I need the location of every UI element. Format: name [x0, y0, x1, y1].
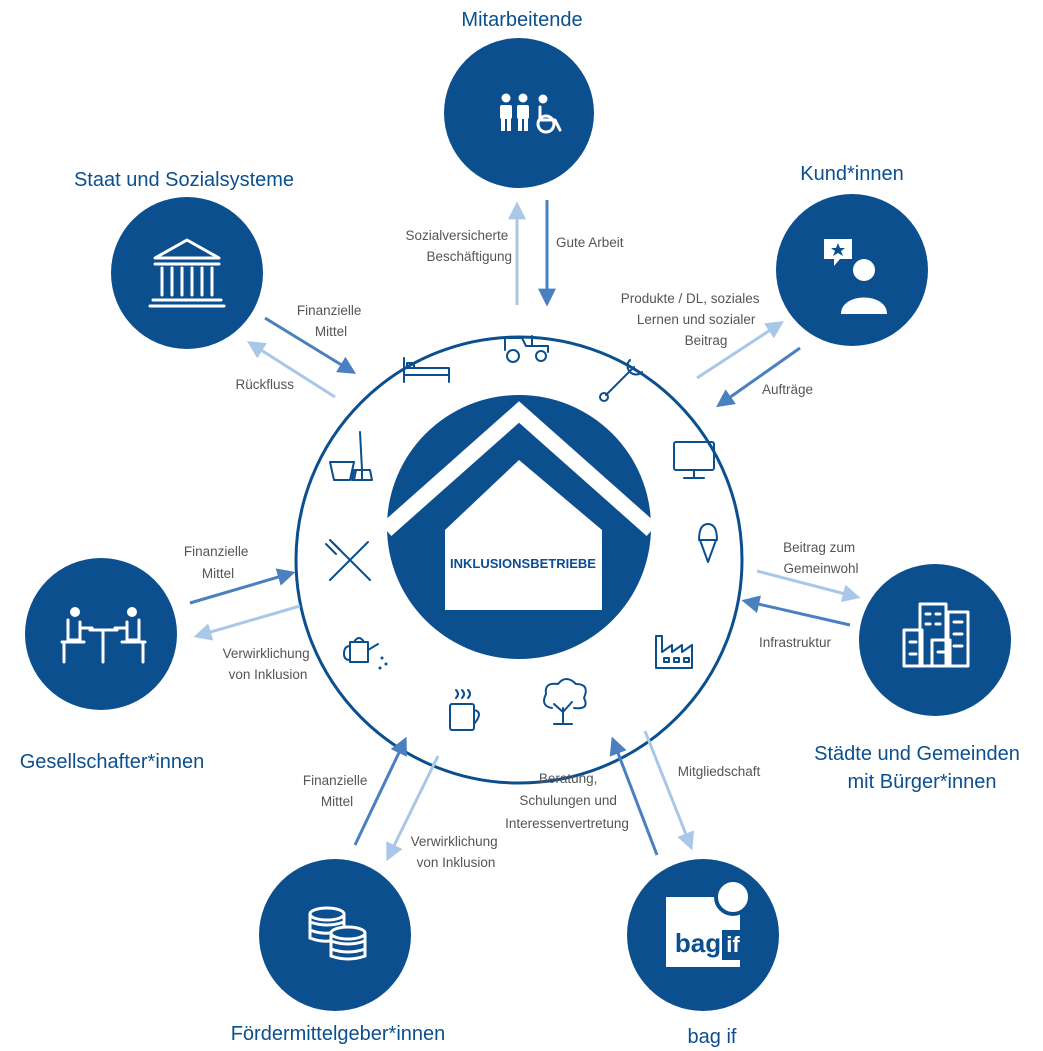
edge-label-bag-out: Mitgliedschaft — [678, 764, 761, 779]
node-title-staedte-line1: Städte und Gemeinden — [814, 743, 1020, 765]
wrench-icon — [599, 359, 643, 402]
node-title-staat: Staat und Sozialsysteme — [74, 169, 294, 191]
edge-label-gesell-out: Verwirklichung von Inklusion — [223, 646, 314, 682]
node-staat: Staat und Sozialsysteme — [74, 169, 294, 349]
edge-label-staat-in: Finanzielle Mittel — [297, 303, 365, 339]
monitor-icon — [673, 441, 715, 479]
factory-icon — [655, 635, 693, 669]
edge-label-staedte-out: Beitrag zum Gemeinwohl — [783, 540, 859, 576]
node-title-foerder: Fördermittelgeber*innen — [231, 1023, 446, 1045]
bed-icon — [403, 357, 450, 383]
edge-label-staedte-in: Infrastruktur — [759, 635, 832, 650]
node-title-kunden: Kund*innen — [800, 163, 903, 185]
node-mitarbeitende: Mitarbeitende — [444, 9, 594, 188]
node-title-staedte-line2: mit Bürger*innen — [848, 771, 997, 793]
edge-label-foerder-in: Finanzielle Mittel — [303, 773, 371, 809]
government-building-icon — [148, 238, 226, 308]
edge-label-foerder-out: Verwirklichung von Inklusion — [411, 834, 502, 870]
house-icon — [380, 401, 658, 610]
meeting-table-icon — [60, 607, 147, 664]
customer-review-icon — [824, 239, 887, 314]
coins-icon — [308, 906, 367, 961]
node-bagif: bag if bag if — [627, 859, 779, 1048]
node-foerder: Fördermittelgeber*innen — [231, 859, 446, 1045]
edge-label-kunden-in: Aufträge — [762, 382, 813, 397]
watering-can-icon — [343, 637, 388, 670]
node-title-mitarbeitende: Mitarbeitende — [461, 9, 582, 31]
ice-cream-icon — [698, 523, 718, 563]
edge-label-staat-out: Rückfluss — [235, 377, 294, 392]
node-staedte: Städte und Gemeinden mit Bürger*innen — [814, 564, 1020, 793]
cleaning-bucket-icon — [329, 431, 373, 481]
tractor-icon — [504, 335, 549, 363]
edge-label-bag-in: Beratung, Schulungen und Interessenvertr… — [505, 771, 629, 831]
bag-logo-text: bag — [675, 928, 721, 958]
node-kunden: Kund*innen — [776, 163, 928, 346]
node-title-bagif: bag if — [688, 1026, 737, 1048]
edge-label-kunden-out: Produkte / DL, soziales Lernen und sozia… — [621, 291, 764, 348]
city-buildings-icon — [902, 602, 970, 668]
edge-label-mit-out: Sozialversicherte Beschäftigung — [405, 228, 512, 264]
cutlery-icon — [325, 539, 371, 581]
if-logo-text: if — [726, 932, 740, 957]
edge-label-gesell-in: Finanzielle Mittel — [184, 544, 252, 581]
node-gesellschafter: Gesellschafter*innen — [20, 558, 205, 773]
people-icon — [500, 93, 562, 134]
edge-label-mit-in: Gute Arbeit — [556, 235, 624, 250]
edge-arrows — [189, 200, 861, 862]
center-label: INKLUSIONSBETRIEBE — [450, 556, 596, 571]
bag-if-logo: bag if — [666, 878, 752, 967]
tree-icon — [543, 678, 587, 725]
coffee-cup-icon — [449, 689, 480, 731]
node-title-gesellschafter: Gesellschafter*innen — [20, 751, 205, 773]
